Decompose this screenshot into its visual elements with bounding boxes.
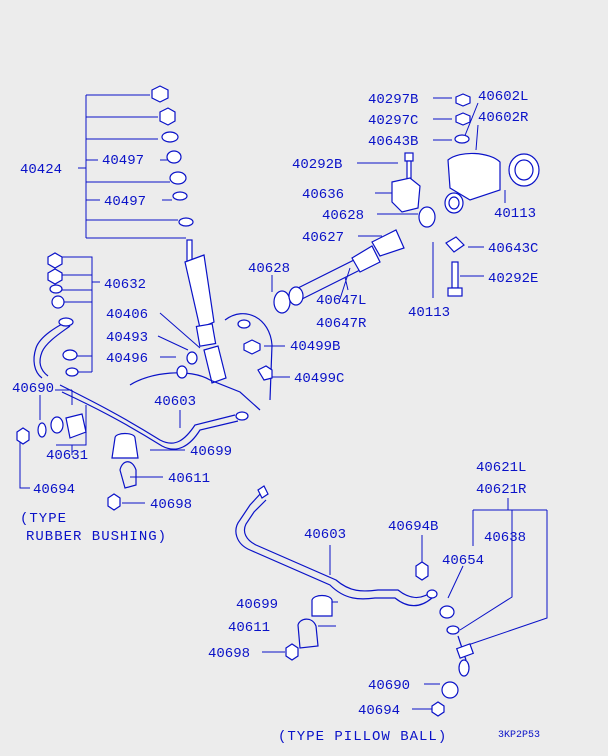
part-label-40611-lower[interactable]: 40611 [228, 620, 270, 636]
part-label-40497-lower[interactable]: 40497 [104, 194, 146, 210]
part-label-40621R[interactable]: 40621R [476, 482, 527, 498]
part-label-40493[interactable]: 40493 [106, 330, 148, 346]
part-label-40628-right[interactable]: 40628 [322, 208, 364, 224]
part-label-40297B[interactable]: 40297B [368, 92, 418, 108]
part-label-40694-lower[interactable]: 40694 [358, 703, 400, 719]
nut-1 [151, 85, 169, 103]
shock-absorber-sketch [151, 85, 227, 384]
washer-3 [178, 217, 194, 227]
part-label-40627[interactable]: 40627 [302, 230, 344, 246]
washer-1 [161, 131, 179, 143]
part-label-40611-upper[interactable]: 40611 [168, 471, 210, 487]
part-label-40602L[interactable]: 40602L [478, 89, 528, 105]
part-label-40631[interactable]: 40631 [46, 448, 88, 464]
left-bushings-sketch [47, 252, 79, 377]
part-label-40603-lower[interactable]: 40603 [304, 527, 346, 543]
part-label-40638[interactable]: 40638 [484, 530, 526, 546]
part-label-40499C[interactable]: 40499C [294, 371, 344, 387]
part-label-40643C[interactable]: 40643C [488, 241, 538, 257]
stabilizer-bar-upper-sketch [33, 313, 273, 450]
part-label-40496[interactable]: 40496 [106, 351, 148, 367]
part-labels: 40424 40497 40497 40632 40406 40493 4049… [12, 89, 538, 719]
part-label-40292E[interactable]: 40292E [488, 271, 538, 287]
part-label-40694-upper[interactable]: 40694 [33, 482, 75, 498]
caption-pillow-ball: (TYPE PILLOW BALL) [278, 729, 447, 745]
shock-body [184, 254, 215, 329]
washer-2 [172, 191, 188, 201]
bushing-2 [169, 171, 187, 185]
left-bracket-parts-sketch [16, 413, 87, 445]
shock-eye [203, 345, 227, 384]
part-label-40698-upper[interactable]: 40698 [150, 497, 192, 513]
part-label-40621L[interactable]: 40621L [476, 460, 526, 476]
part-label-40628-left[interactable]: 40628 [248, 261, 290, 277]
part-label-40497-upper[interactable]: 40497 [102, 153, 144, 169]
part-label-40643B[interactable]: 40643B [368, 134, 418, 150]
captions: (TYPE RUBBER BUSHING) (TYPE PILLOW BALL)… [20, 511, 540, 745]
shock-rod [186, 239, 193, 263]
diagram-code: 3KP2P53 [498, 730, 540, 741]
part-label-40292B[interactable]: 40292B [292, 157, 342, 173]
part-label-40113-upper[interactable]: 40113 [494, 206, 536, 222]
part-label-40499B[interactable]: 40499B [290, 339, 340, 355]
part-label-40654[interactable]: 40654 [442, 553, 484, 569]
part-label-40690-lower[interactable]: 40690 [368, 678, 410, 694]
part-label-40647L[interactable]: 40647L [316, 293, 366, 309]
part-label-40647R[interactable]: 40647R [316, 316, 367, 332]
part-label-40113-lower[interactable]: 40113 [408, 305, 450, 321]
part-label-40690-upper[interactable]: 40690 [12, 381, 54, 397]
stabilizer-bar-lower-sketch [235, 485, 475, 717]
part-label-40424[interactable]: 40424 [20, 162, 62, 178]
nut-2 [159, 107, 176, 126]
caption-rubber-bushing-line2: RUBBER BUSHING) [26, 529, 167, 545]
part-label-40603-upper[interactable]: 40603 [154, 394, 196, 410]
part-label-40699-lower[interactable]: 40699 [236, 597, 278, 613]
part-label-40694B[interactable]: 40694B [388, 519, 438, 535]
caption-rubber-bushing-line1: (TYPE [20, 511, 67, 527]
shock-lower [195, 323, 217, 347]
part-label-40297C[interactable]: 40297C [368, 113, 418, 129]
part-label-40636[interactable]: 40636 [302, 187, 344, 203]
part-label-40406[interactable]: 40406 [106, 307, 148, 323]
upper-right-sketch [273, 93, 540, 314]
bar-end-bushing [235, 411, 249, 421]
part-label-40699-upper[interactable]: 40699 [190, 444, 232, 460]
bushing-1 [166, 150, 182, 164]
part-label-40698-lower[interactable]: 40698 [208, 646, 250, 662]
part-label-40602R[interactable]: 40602R [478, 110, 529, 126]
part-label-40632[interactable]: 40632 [104, 277, 146, 293]
upper-clamp-sketch [107, 432, 139, 511]
